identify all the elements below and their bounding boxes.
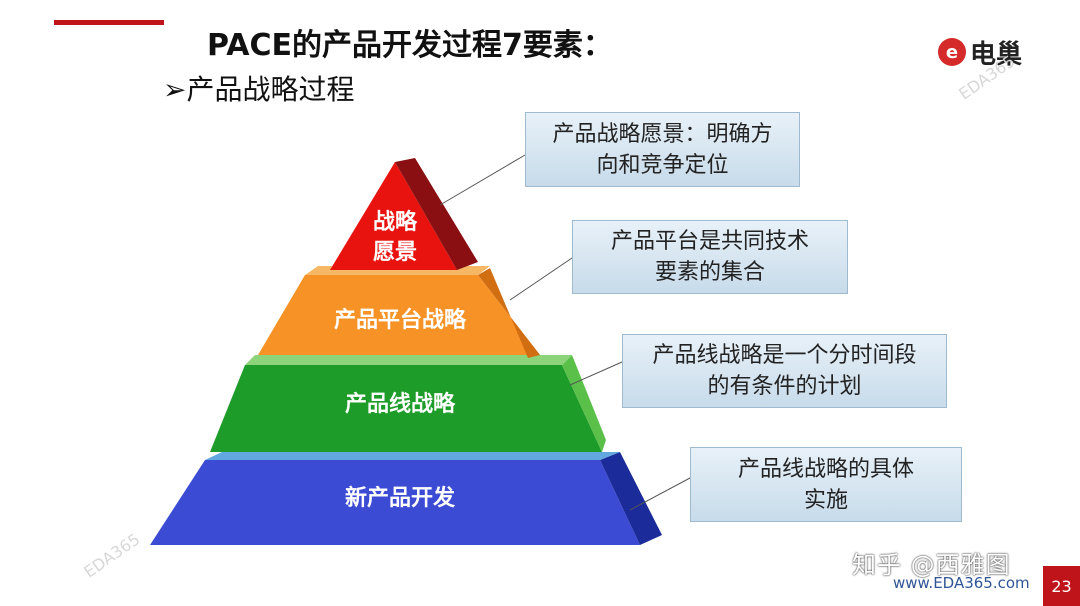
logo-text: 电巢 (970, 39, 1023, 70)
footer-url: www.EDA365.com (893, 574, 1030, 592)
callout-product-line: 产品线战略是一个分时间段 的有条件的计划 (622, 334, 947, 408)
page-number: 23 (1043, 566, 1080, 606)
connector-line (439, 154, 526, 206)
brand-logo: e 电巢 (938, 30, 1022, 74)
pyramid-level-platform-side (478, 268, 540, 358)
pyramid-level-product-line (210, 365, 602, 452)
pyramid-label-vision: 战略 愿景 (372, 210, 417, 265)
pyramid-level-product-line-side (562, 355, 606, 452)
page-title: PACE的产品开发过程7要素： (207, 28, 613, 63)
pyramid-level-vision-side (395, 158, 478, 270)
connector-line (569, 361, 623, 386)
callout-platform: 产品平台是共同技术 要素的集合 (572, 220, 848, 294)
top-accent-bar (54, 20, 164, 25)
pyramid-level-platform (258, 275, 540, 355)
callout-vision: 产品战略愿景：明确方 向和竞争定位 (525, 112, 800, 187)
pyramid-level-vision (330, 162, 457, 270)
pyramid-label-new-product: 新产品开发 (344, 486, 455, 511)
callout-new-product: 产品线战略的具体 实施 (690, 447, 962, 522)
pyramid-level-new-product-side (600, 452, 662, 545)
pyramid-label-platform: 产品平台战略 (333, 308, 466, 333)
connector-line (629, 477, 691, 511)
page-subtitle: ➢产品战略过程 (163, 73, 355, 106)
zhihu-watermark: 知乎 @西雅图 (852, 551, 1011, 579)
eda-logo-icon: e (938, 38, 966, 66)
connector-line (509, 257, 573, 301)
pyramid-level-new-product (150, 460, 640, 545)
pyramid-label-product-line: 产品线战略 (344, 392, 455, 417)
